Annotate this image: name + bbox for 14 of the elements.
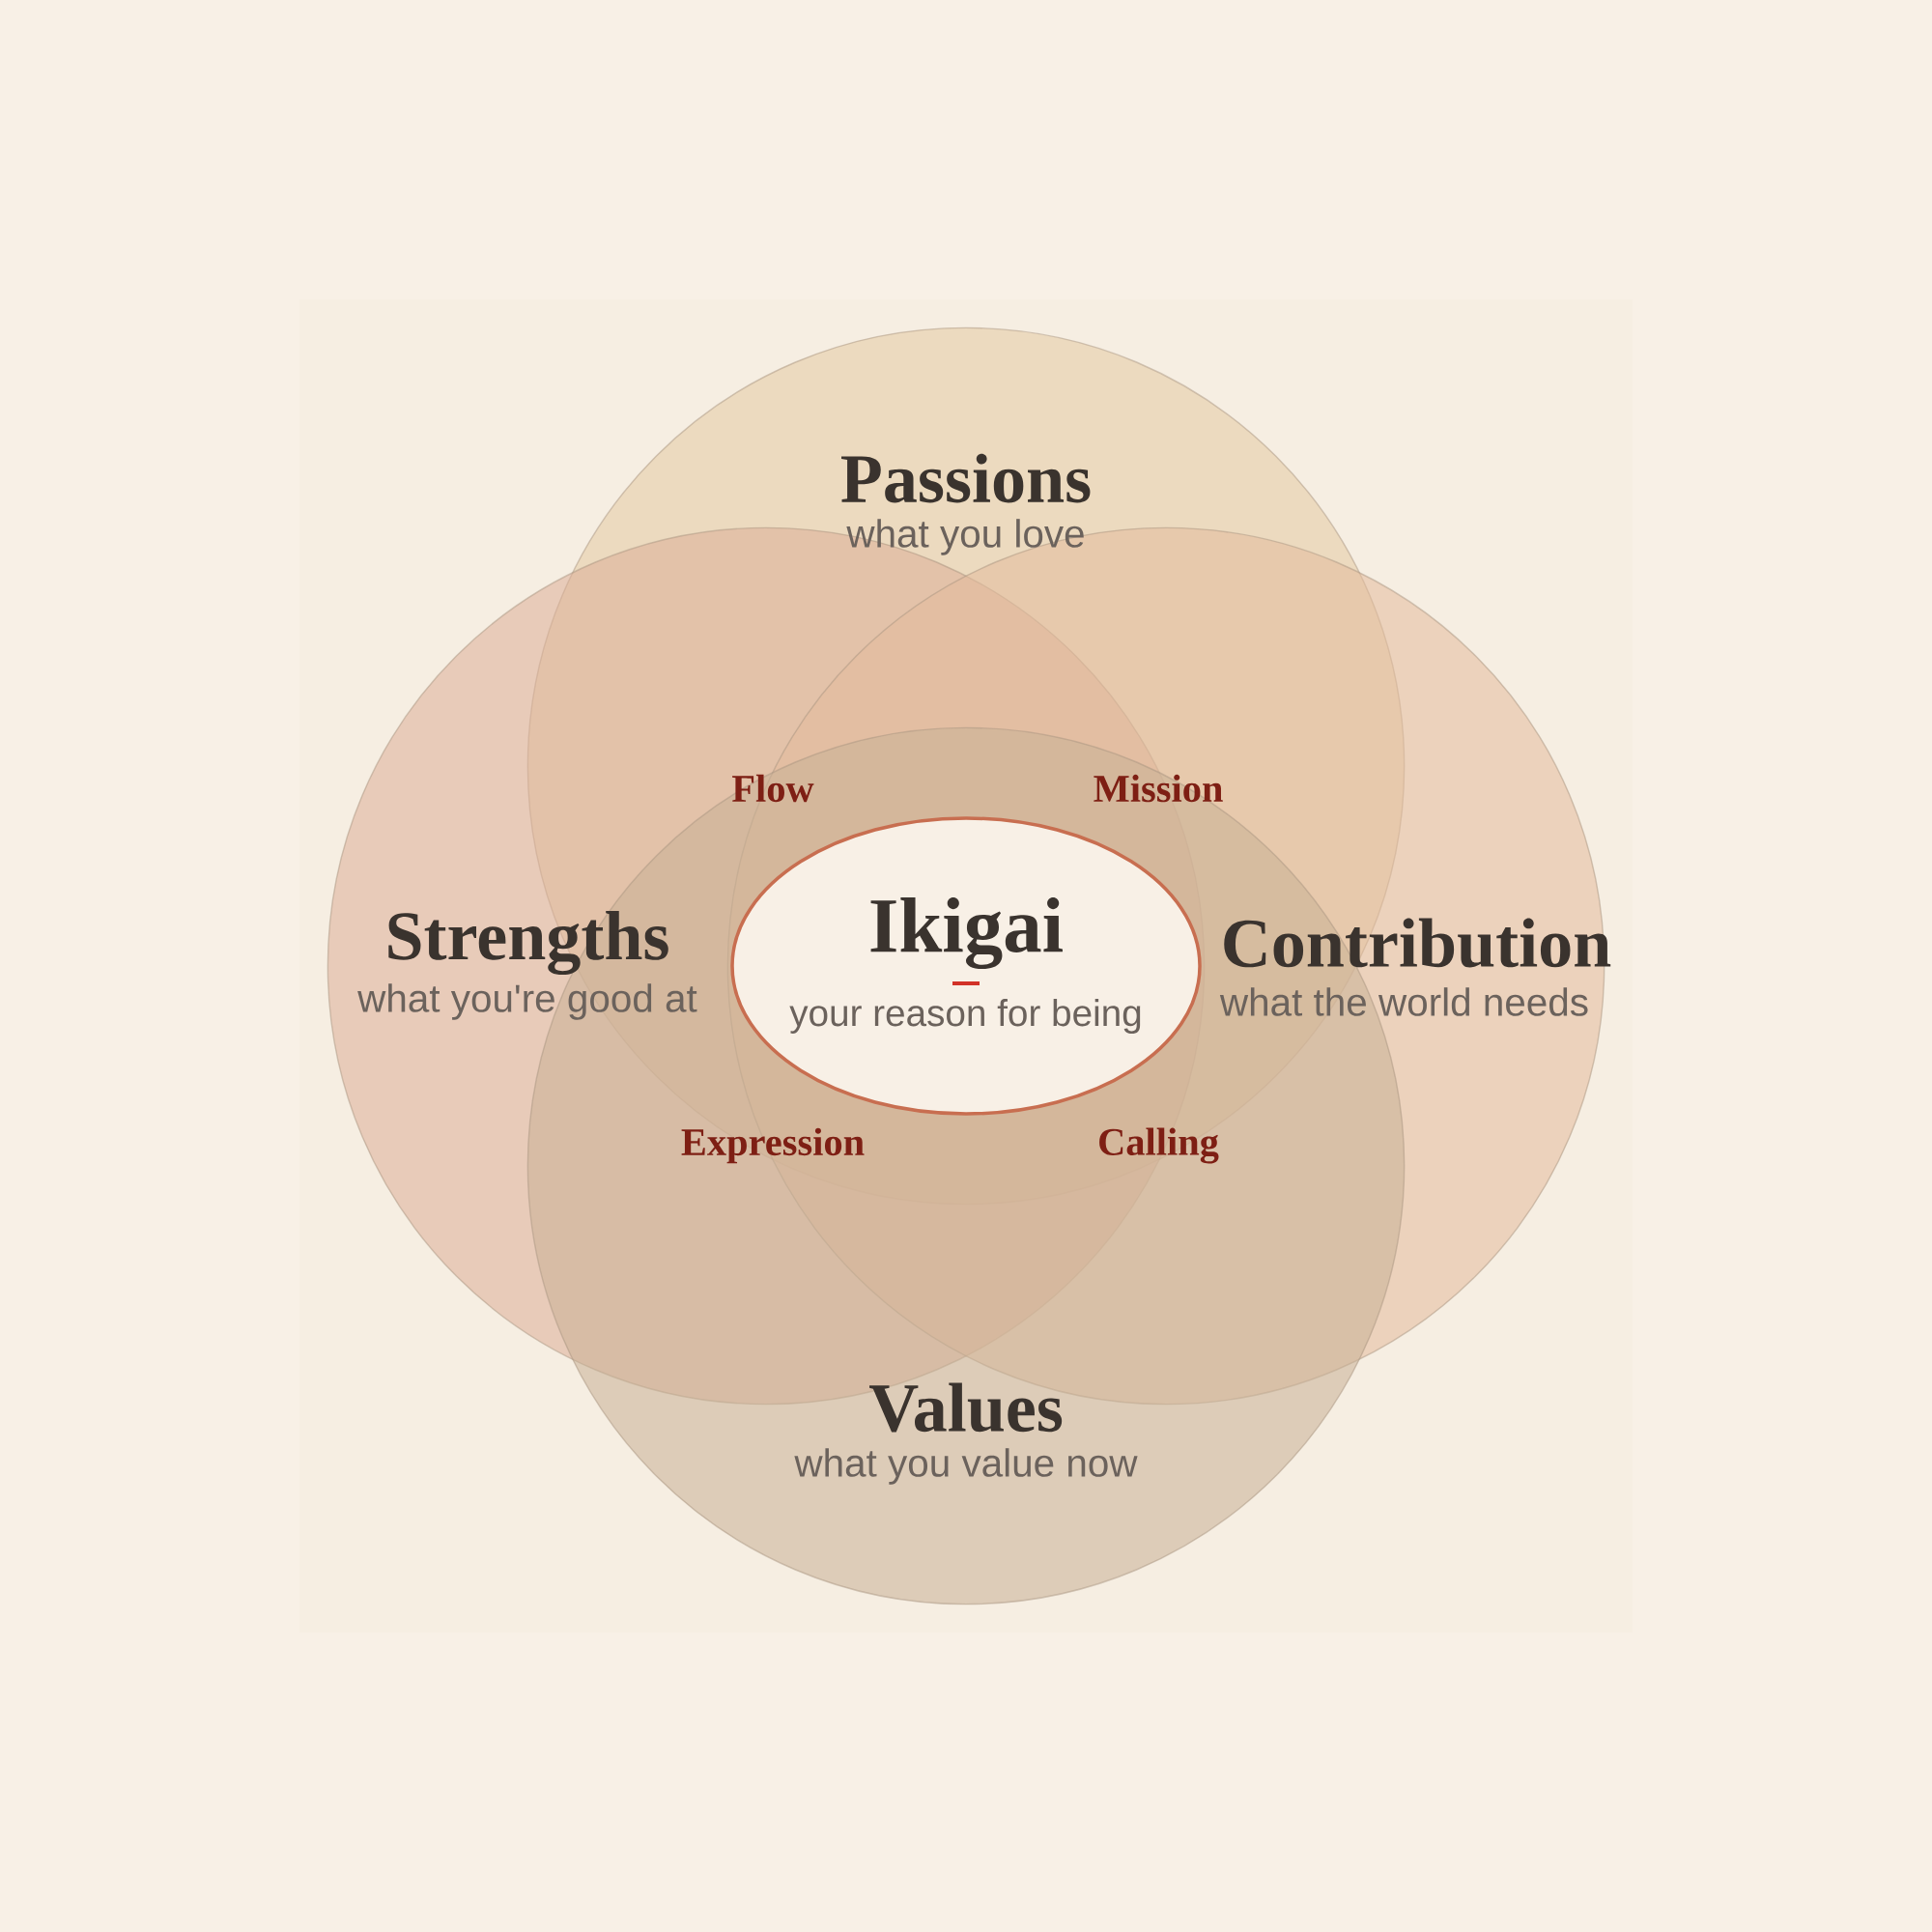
subtitle: what the world needs — [1219, 987, 1588, 1016]
heading: Values — [869, 1382, 1063, 1433]
overlap-label: Calling — [1099, 1127, 1219, 1164]
subtitle: your reason for being — [789, 999, 1141, 1034]
overlap-label: Mission — [1094, 774, 1223, 803]
heading: Passions — [841, 453, 1091, 503]
subtitle: what you're good at — [357, 983, 697, 1020]
heading: Strengths — [388, 911, 668, 975]
heading: Contribution — [1224, 918, 1611, 968]
overlap-label: Flow — [732, 774, 814, 803]
overlap-label: Expression — [681, 1127, 865, 1164]
heading: Ikigai — [870, 897, 1063, 969]
subtitle: what you value now — [794, 1448, 1138, 1485]
subtitle: what you love — [846, 519, 1084, 555]
